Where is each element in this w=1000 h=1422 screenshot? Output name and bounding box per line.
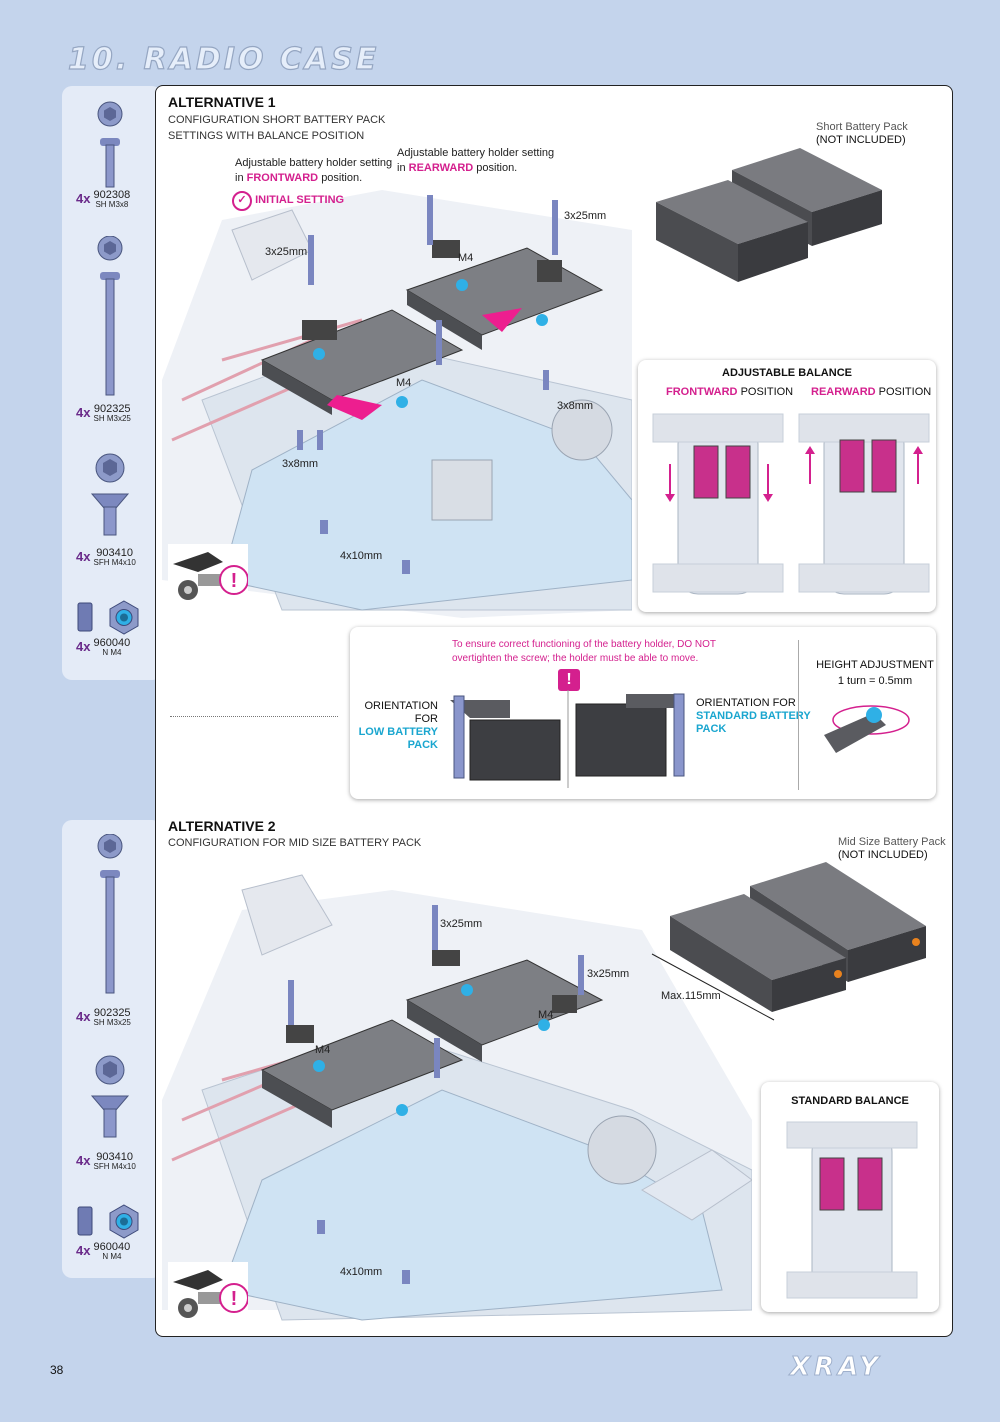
- part-902325: 4x 902325 SH M3x25: [76, 403, 131, 424]
- page-number: 38: [50, 1363, 64, 1377]
- dim-3x25-left: 3x25mm: [265, 246, 308, 258]
- part-903410: 4x 903410 SFH M4x10: [76, 1151, 136, 1172]
- alt2-label-m4-rear: M4: [538, 1009, 554, 1021]
- mid-battery-packs-image: [651, 862, 926, 1021]
- check-circle-icon: ✓: [232, 191, 252, 211]
- svg-text:!: !: [231, 1288, 238, 1310]
- rearward-position-label: REARWARD POSITION: [811, 386, 932, 398]
- screw-m3x8-icon: [97, 101, 123, 188]
- screw-m3x25-icon: [97, 236, 123, 396]
- standard-balance-image: [786, 1121, 918, 1299]
- parts-list-alt1: 4x 902308 SH M3x8 4x 902325 SH M3x25 4x …: [62, 86, 162, 680]
- adjustable-balance-title: ADJUSTABLE BALANCE: [722, 367, 852, 379]
- label-m4-rear: M4: [458, 252, 474, 264]
- vertical-divider: [798, 640, 799, 790]
- nut-m4-icon: [77, 1204, 139, 1239]
- alt1-subtitle-2: SETTINGS WITH BALANCE POSITION: [168, 130, 365, 142]
- standard-balance-title: STANDARD BALANCE: [791, 1095, 909, 1107]
- overtighten-warning: To ensure correct functioning of the bat…: [452, 639, 717, 664]
- short-battery-note: (NOT INCLUDED): [816, 134, 906, 146]
- max-length-label: Max.115mm: [661, 990, 721, 1002]
- dim-3x8-left: 3x8mm: [282, 458, 319, 470]
- frontward-position-label: FRONTWARD POSITION: [666, 386, 794, 398]
- height-adjust-image: [824, 705, 910, 753]
- part-960040: 4x 960040 N M4: [76, 1241, 131, 1262]
- alt1-rear-note: Adjustable battery holder setting in REA…: [397, 147, 555, 174]
- part-902325: 4x 902325 SH M3x25: [76, 1007, 131, 1028]
- alt2-dim-4x10: 4x10mm: [340, 1266, 383, 1278]
- alt2-dim-3x25-top: 3x25mm: [440, 918, 483, 930]
- short-battery-packs-image: [656, 148, 882, 282]
- alt2-dim-3x25-right: 3x25mm: [587, 968, 630, 980]
- svg-text:!: !: [231, 570, 238, 592]
- part-960040: 4x 960040 N M4: [76, 637, 131, 658]
- screw-m3x25-icon: [97, 834, 123, 994]
- battery-orientation-image: [450, 690, 685, 788]
- alt2-label-m4-front: M4: [315, 1044, 331, 1056]
- parts-list-alt2: 4x 902325 SH M3x25 4x 903410 SFH M4x10 4…: [62, 820, 162, 1278]
- mid-battery-label: Mid Size Battery Pack: [838, 836, 946, 848]
- car-warning-icon: !: [168, 544, 248, 606]
- height-adjustment: HEIGHT ADJUSTMENT 1 turn = 0.5mm: [816, 659, 934, 687]
- divider: [170, 716, 338, 717]
- label-m4-front: M4: [396, 377, 412, 389]
- initial-setting: ✓ INITIAL SETTING: [232, 191, 344, 211]
- screw-m4x10-icon: [90, 453, 130, 536]
- section-title: 10. RADIO CASE: [67, 41, 380, 77]
- brand-logo: XRAY: [789, 1352, 883, 1383]
- standard-battery-orientation: ORIENTATION FOR STANDARD BATTERY PACK: [696, 697, 811, 735]
- dim-3x25-right: 3x25mm: [564, 210, 607, 222]
- part-903410: 4x 903410 SFH M4x10: [76, 547, 136, 568]
- alt2-subtitle: CONFIGURATION FOR MID SIZE BATTERY PACK: [168, 837, 422, 849]
- alt1-subtitle-1: CONFIGURATION SHORT BATTERY PACK: [168, 114, 386, 126]
- mid-battery-note: (NOT INCLUDED): [838, 849, 928, 861]
- dim-3x8-right: 3x8mm: [557, 400, 594, 412]
- low-battery-orientation: ORIENTATION FOR LOW BATTERY PACK: [358, 700, 438, 751]
- balance-topview-image: [652, 413, 930, 595]
- alt2-title: ALTERNATIVE 2: [168, 818, 276, 834]
- nut-m4-icon: [77, 600, 139, 635]
- short-battery-label: Short Battery Pack: [816, 121, 908, 133]
- alt1-title: ALTERNATIVE 1: [168, 94, 276, 110]
- alt1-front-note: Adjustable battery holder setting in FRO…: [235, 157, 393, 184]
- warning-icon: !: [558, 669, 580, 691]
- car-warning-icon: !: [168, 1262, 248, 1324]
- alt2-assembly-illustration: [162, 874, 752, 1321]
- dim-4x10: 4x10mm: [340, 550, 383, 562]
- part-902308: 4x 902308 SH M3x8: [76, 189, 131, 210]
- screw-m4x10-icon: [90, 1055, 130, 1138]
- alt1-assembly-illustration: [162, 190, 632, 618]
